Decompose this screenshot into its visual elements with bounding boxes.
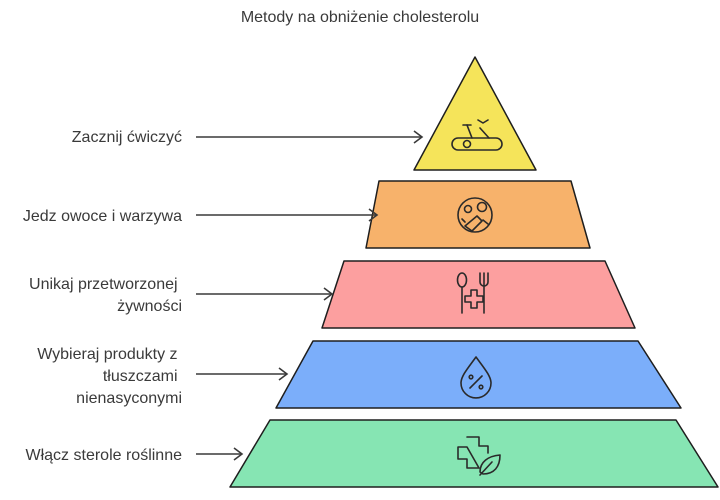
fruits-vegetables-icon bbox=[457, 197, 493, 233]
level-3-arrow bbox=[196, 287, 334, 301]
pyramid-tier-2 bbox=[365, 180, 591, 249]
pyramid-tier-3 bbox=[321, 260, 636, 329]
pyramid-level-2: Jedz owoce i warzywa bbox=[23, 180, 591, 249]
pyramid-level-5: Włącz sterole roślinne bbox=[26, 419, 719, 488]
pyramid-tier-4 bbox=[275, 340, 682, 409]
pyramid-level-4: Wybieraj produkty z tłuszczami nienasyco… bbox=[37, 340, 682, 409]
level-2-label: Jedz owoce i warzywa bbox=[23, 208, 182, 225]
level-5-label: Włącz sterole roślinne bbox=[26, 447, 183, 464]
health-cross-leaf-icon bbox=[457, 436, 501, 476]
level-1-label: Zacznij ćwiczyć bbox=[72, 129, 182, 146]
level-5-arrow bbox=[196, 447, 244, 461]
pyramid-level-1: Zacznij ćwiczyć bbox=[72, 56, 537, 171]
oil-drop-percent-icon bbox=[460, 356, 492, 399]
level-4-arrow bbox=[196, 367, 289, 381]
pyramid-tier-5 bbox=[229, 419, 719, 488]
level-1-arrow bbox=[196, 130, 424, 144]
level-4-label: Wybieraj produkty z tłuszczami nienasyco… bbox=[37, 346, 182, 407]
pyramid-level-3: Unikaj przetworzonej żywności bbox=[29, 260, 636, 329]
pyramid-tier-1 bbox=[413, 56, 537, 171]
fork-spoon-cross-icon bbox=[456, 272, 489, 314]
exercise-bike-icon bbox=[451, 119, 503, 151]
level-2-arrow bbox=[196, 208, 379, 222]
level-3-label: Unikaj przetworzonej żywności bbox=[29, 276, 182, 315]
diagram-title: Metody na obniżenie cholesterolu bbox=[240, 9, 480, 26]
